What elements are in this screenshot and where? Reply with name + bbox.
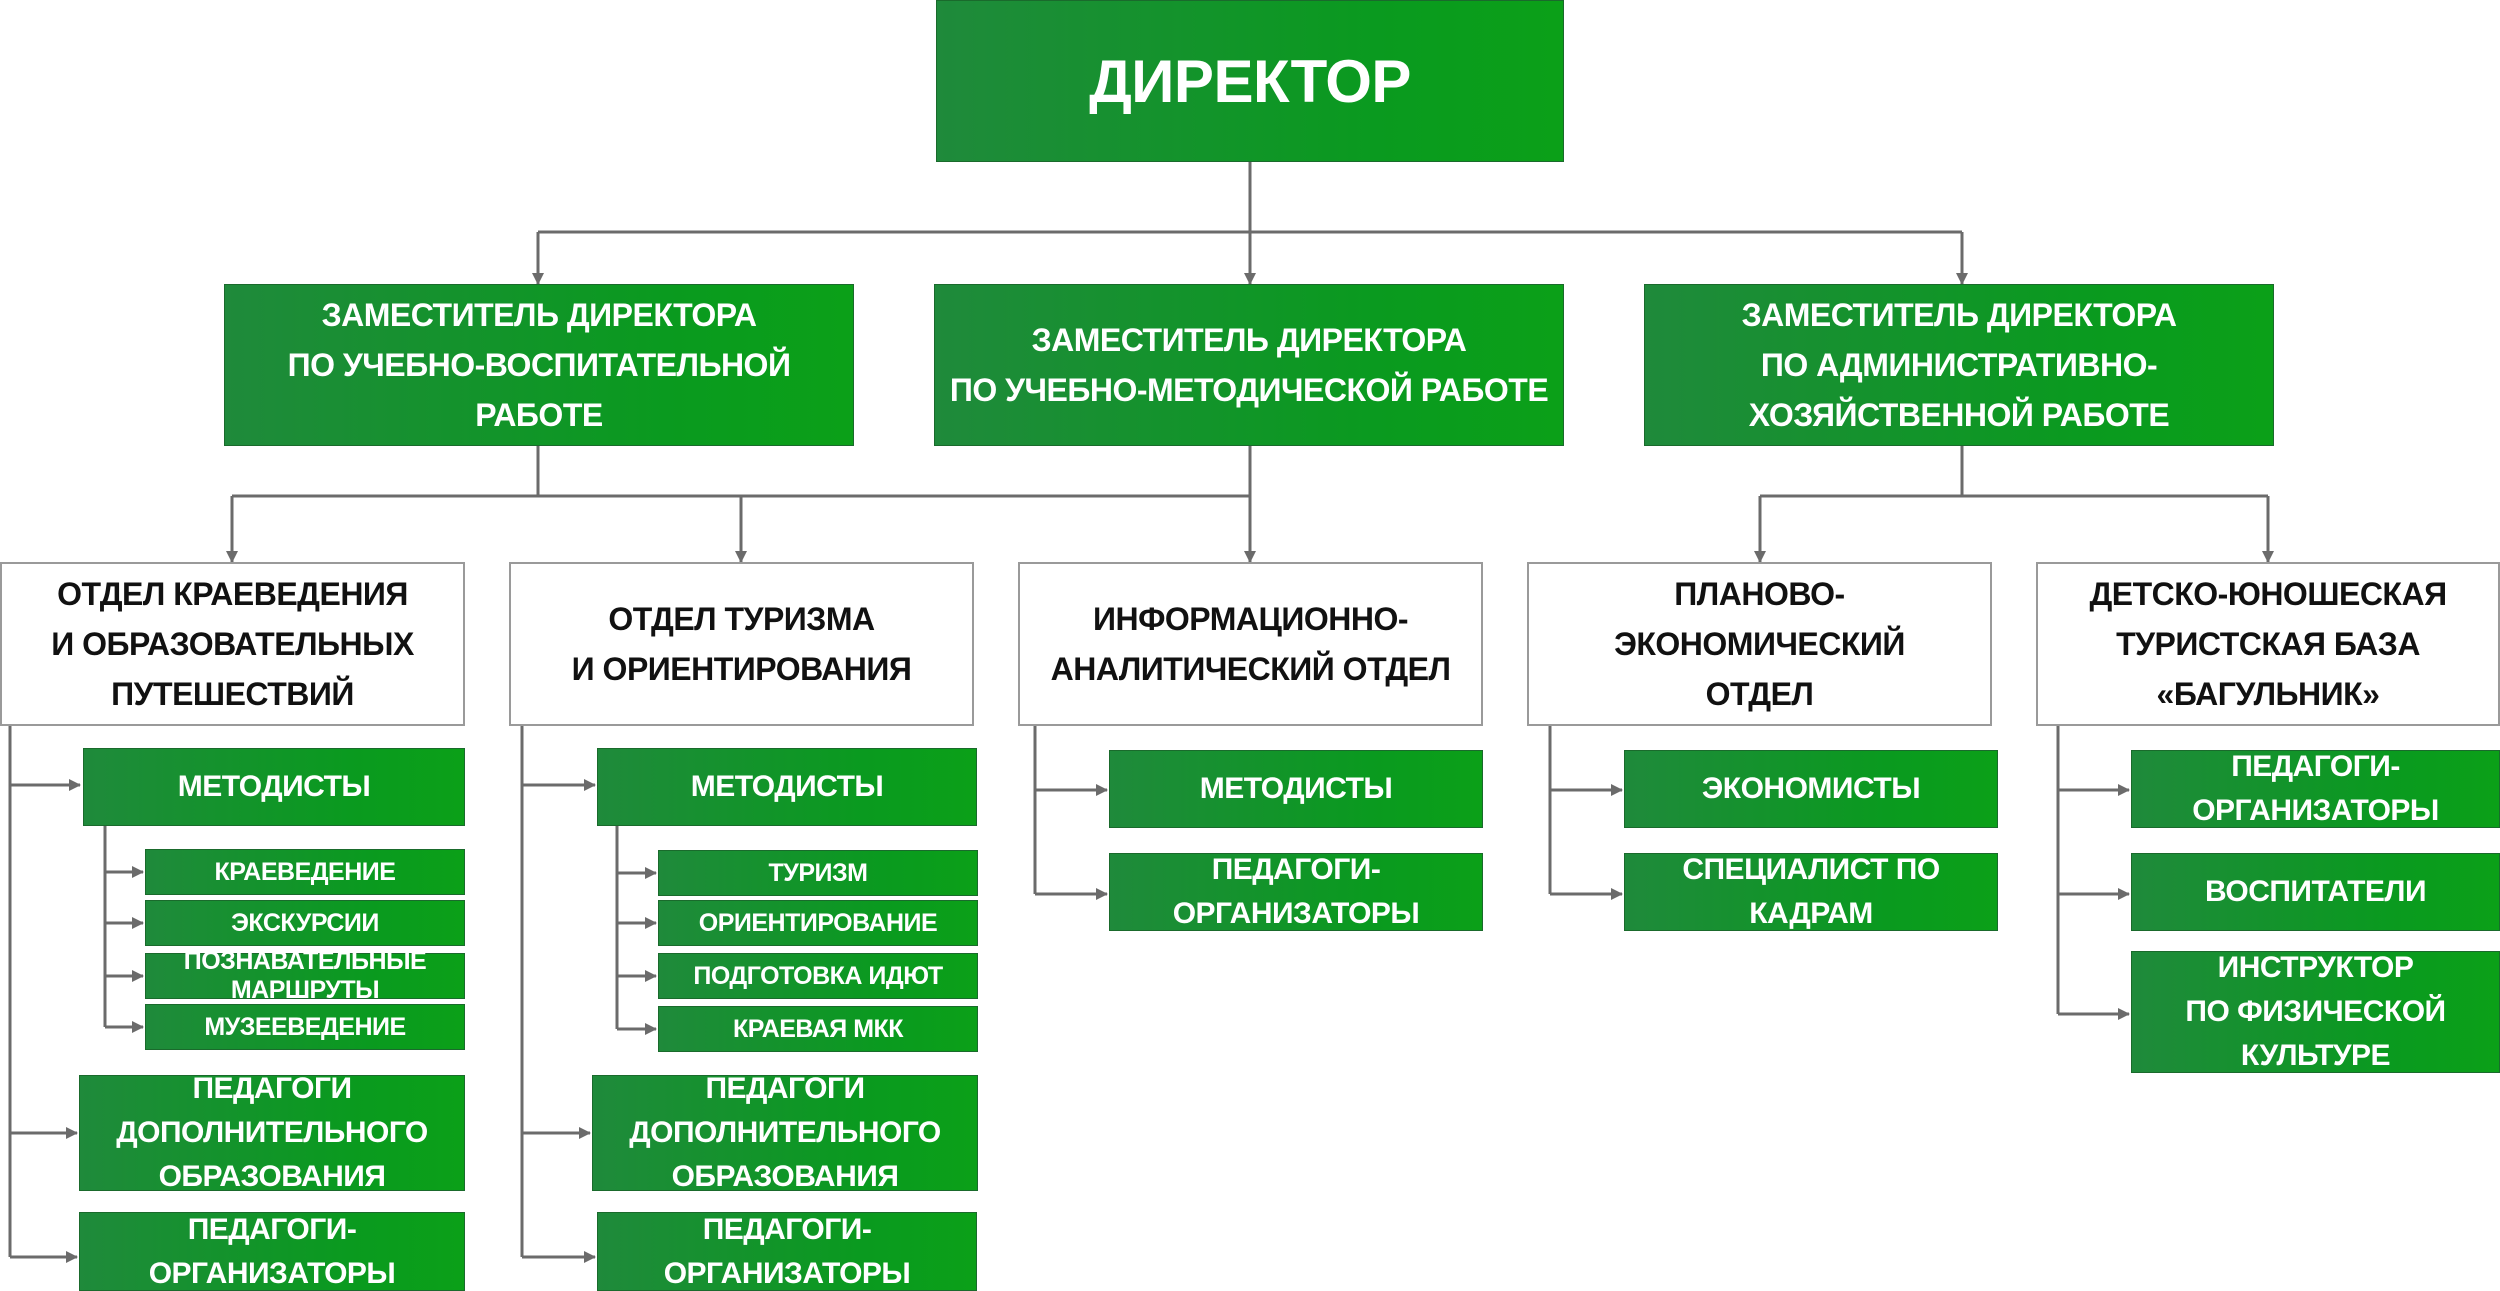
dept4-hr-specialist-box: СПЕЦИАЛИСТ ПО КАДРАМ [1624, 853, 1998, 931]
deputy-administrative-work-box: ЗАМЕСТИТЕЛЬ ДИРЕКТОРА ПО АДМИНИСТРАТИВНО… [1644, 284, 2274, 446]
dept3-methodists-box: МЕТОДИСТЫ [1109, 750, 1483, 828]
dept2-direction-item: КРАЕВАЯ МКК [658, 1006, 978, 1052]
deputy-methodological-work-box: ЗАМЕСТИТЕЛЬ ДИРЕКТОРА ПО УЧЕБНО-МЕТОДИЧЕ… [934, 284, 1564, 446]
dept2-direction-item: ОРИЕНТИРОВАНИЕ [658, 900, 978, 946]
department-tourist-base-box: ДЕТСКО-ЮНОШЕСКАЯ ТУРИСТСКАЯ БАЗА «БАГУЛЬ… [2036, 562, 2500, 726]
dept1-direction-item: ПОЗНАВАТЕЛЬНЫЕ МАРШРУТЫ [145, 947, 465, 1004]
dept2-direction-item: ТУРИЗМ [658, 850, 978, 896]
dept1-methodists-box: МЕТОДИСТЫ [83, 748, 465, 826]
department-local-history-box: ОТДЕЛ КРАЕВЕДЕНИЯ И ОБРАЗОВАТЕЛЬНЫХ ПУТЕ… [0, 562, 465, 726]
dept1-direction-item: ЭКСКУРСИИ [145, 900, 465, 946]
dept5-educators-box: ВОСПИТАТЕЛИ [2131, 853, 2500, 931]
dept2-teachers-additional-box: ПЕДАГОГИ ДОПОЛНИТЕЛЬНОГО ОБРАЗОВАНИЯ [592, 1072, 978, 1193]
department-tourism-box: ОТДЕЛ ТУРИЗМА И ОРИЕНТИРОВАНИЯ [509, 562, 974, 726]
dept2-methodists-box: МЕТОДИСТЫ [597, 748, 977, 826]
department-info-analytic-box: ИНФОРМАЦИОННО- АНАЛИТИЧЕСКИЙ ОТДЕЛ [1018, 562, 1483, 726]
dept4-economists-box: ЭКОНОМИСТЫ [1624, 750, 1998, 828]
dept3-teachers-organizers-box: ПЕДАГОГИ-ОРГАНИЗАТОРЫ [1109, 853, 1483, 931]
dept1-direction-item: КРАЕВЕДЕНИЕ [145, 849, 465, 895]
deputy-educational-work-box: ЗАМЕСТИТЕЛЬ ДИРЕКТОРА ПО УЧЕБНО-ВОСПИТАТ… [224, 284, 854, 446]
dept1-teachers-additional-box: ПЕДАГОГИ ДОПОЛНИТЕЛЬНОГО ОБРАЗОВАНИЯ [79, 1072, 465, 1193]
dept5-pe-instructor-box: ИНСТРУКТОР ПО ФИЗИЧЕСКОЙ КУЛЬТУРЕ [2131, 951, 2500, 1073]
dept5-teachers-organizers-box: ПЕДАГОГИ-ОРГАНИЗАТОРЫ [2131, 750, 2500, 828]
dept2-direction-item: ПОДГОТОВКА ИДЮТ [658, 953, 978, 999]
dept1-direction-item: МУЗЕЕВЕДЕНИЕ [145, 1004, 465, 1050]
director-box: ДИРЕКТОР [936, 0, 1564, 162]
dept1-teachers-organizers-box: ПЕДАГОГИ-ОРГАНИЗАТОРЫ [79, 1212, 465, 1291]
department-planning-economic-box: ПЛАНОВО-ЭКОНОМИЧЕСКИЙ ОТДЕЛ [1527, 562, 1992, 726]
dept2-teachers-organizers-box: ПЕДАГОГИ-ОРГАНИЗАТОРЫ [597, 1212, 977, 1291]
